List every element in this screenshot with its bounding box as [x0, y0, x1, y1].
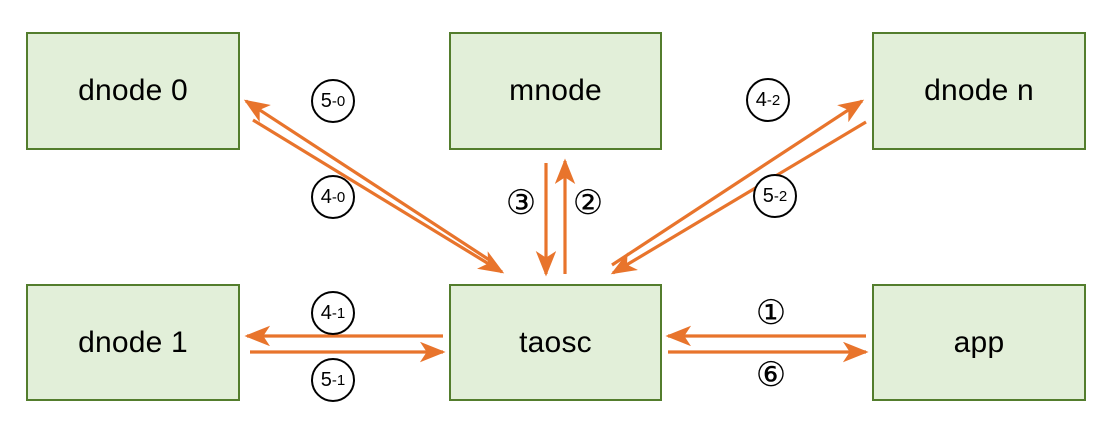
edge-label-4-2-prefix: 4 [755, 89, 767, 111]
edge-label-3-text: ③ [505, 184, 537, 222]
edge-label-4-2-suffix: 2 [771, 91, 781, 109]
edge-label-6: ⑥ [749, 353, 793, 397]
edge-label-5-2: 5 - 2 [753, 174, 797, 218]
edge-label-5-1: 5 - 1 [311, 358, 355, 402]
edge-label-5-0-prefix: 5 [320, 90, 332, 112]
edge-label-5-0-suffix: 0 [336, 92, 346, 110]
edge-label-5-2-suffix: 2 [778, 187, 788, 205]
edge-line-5-2 [610, 120, 867, 275]
edge-label-6-text: ⑥ [755, 356, 787, 394]
edge-label-4-0: 4 - 0 [311, 175, 355, 219]
edge-label-5-2-dash: - [773, 187, 779, 205]
node-label-dnode1: dnode 1 [78, 325, 188, 359]
edge-label-5-0-dash: - [331, 92, 337, 110]
edge-label-4-0-suffix: 0 [336, 188, 346, 206]
edge-line-4-2 [611, 99, 865, 267]
edge-label-4-0-prefix: 4 [320, 186, 332, 208]
edge-label-5-0: 5 - 0 [311, 79, 355, 123]
edge-label-5-1-dash: - [331, 371, 337, 389]
edge-label-5-1-suffix: 1 [336, 371, 346, 389]
edge-label-4-1: 4 - 1 [311, 291, 355, 335]
node-label-taosc: taosc [519, 325, 592, 359]
edge-label-4-1-suffix: 1 [336, 304, 346, 322]
edge-line-4-0 [252, 118, 505, 274]
edge-label-3: ③ [499, 181, 543, 225]
node-label-dnoden: dnode n [924, 74, 1034, 107]
node-dnoden[interactable]: dnode n [872, 32, 1086, 150]
edge-label-4-1-dash: - [331, 304, 337, 322]
edge-label-2: ② [566, 181, 610, 225]
edge-label-5-2-prefix: 5 [762, 185, 774, 207]
edge-label-2-text: ② [572, 184, 604, 222]
edge-line-5-0 [243, 99, 495, 265]
node-taosc[interactable]: taosc [449, 284, 662, 401]
node-dnode0[interactable]: dnode 0 [26, 32, 240, 150]
edge-label-1-text: ① [755, 294, 787, 332]
edge-label-4-2-dash: - [766, 91, 772, 109]
node-app[interactable]: app [872, 284, 1086, 401]
edge-label-4-0-dash: - [331, 188, 337, 206]
edge-label-4-2: 4 - 2 [746, 78, 790, 122]
node-dnode1[interactable]: dnode 1 [26, 284, 240, 401]
edge-label-4-1-prefix: 4 [320, 302, 332, 324]
node-label-app: app [953, 325, 1005, 359]
node-label-dnode0: dnode 0 [78, 74, 188, 107]
node-mnode[interactable]: mnode [449, 32, 662, 150]
node-label-mnode: mnode [509, 74, 602, 107]
edge-label-5-1-prefix: 5 [320, 369, 332, 391]
edge-label-1: ① [749, 291, 793, 335]
